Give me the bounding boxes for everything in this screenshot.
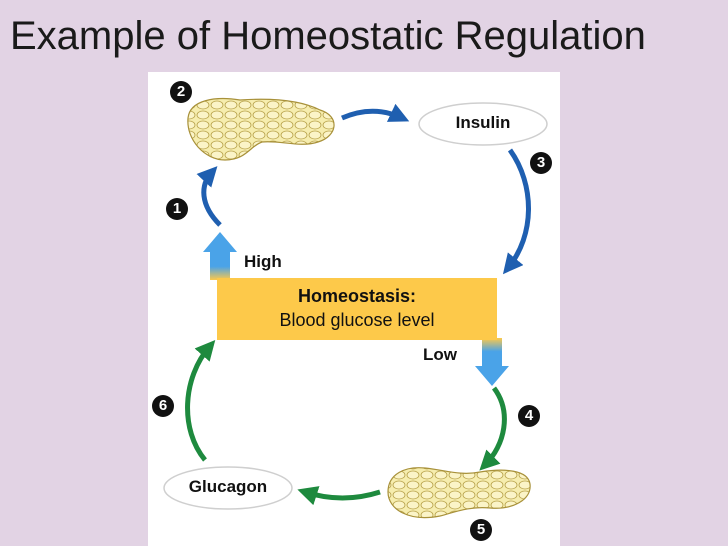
arrow-pancreas-to-glucagon xyxy=(297,486,381,506)
step-6-badge: 6 xyxy=(152,395,174,417)
arrow-step-3 xyxy=(502,148,531,275)
pancreas-bottom-image xyxy=(387,467,531,519)
arrow-step-4 xyxy=(479,386,507,471)
high-label: High xyxy=(244,252,282,271)
glucagon-ellipse xyxy=(163,466,293,510)
low-arrow xyxy=(475,338,509,386)
homeostasis-subtitle: Blood glucose level xyxy=(279,310,435,330)
step-1-badge: 1 xyxy=(166,198,188,220)
insulin-ellipse xyxy=(418,102,548,146)
arrow-step-6 xyxy=(185,339,216,462)
step-3-badge: 3 xyxy=(530,152,552,174)
arrow-step-1 xyxy=(196,166,222,227)
step-4-badge: 4 xyxy=(518,405,540,427)
high-arrow xyxy=(203,232,237,280)
homeostasis-box: Homeostasis: Blood glucose level xyxy=(217,278,497,340)
insulin-label: Insulin xyxy=(455,113,511,132)
low-label: Low xyxy=(423,345,457,364)
glucagon-label: Glucagon xyxy=(188,477,268,496)
pancreas-top-image xyxy=(187,97,335,161)
step-5-badge: 5 xyxy=(470,519,492,541)
homeostasis-title: Homeostasis: xyxy=(297,286,417,306)
arrow-pancreas-to-insulin xyxy=(341,103,410,122)
slide-title: Example of Homeostatic Regulation xyxy=(10,14,646,58)
step-2-badge: 2 xyxy=(170,81,192,103)
